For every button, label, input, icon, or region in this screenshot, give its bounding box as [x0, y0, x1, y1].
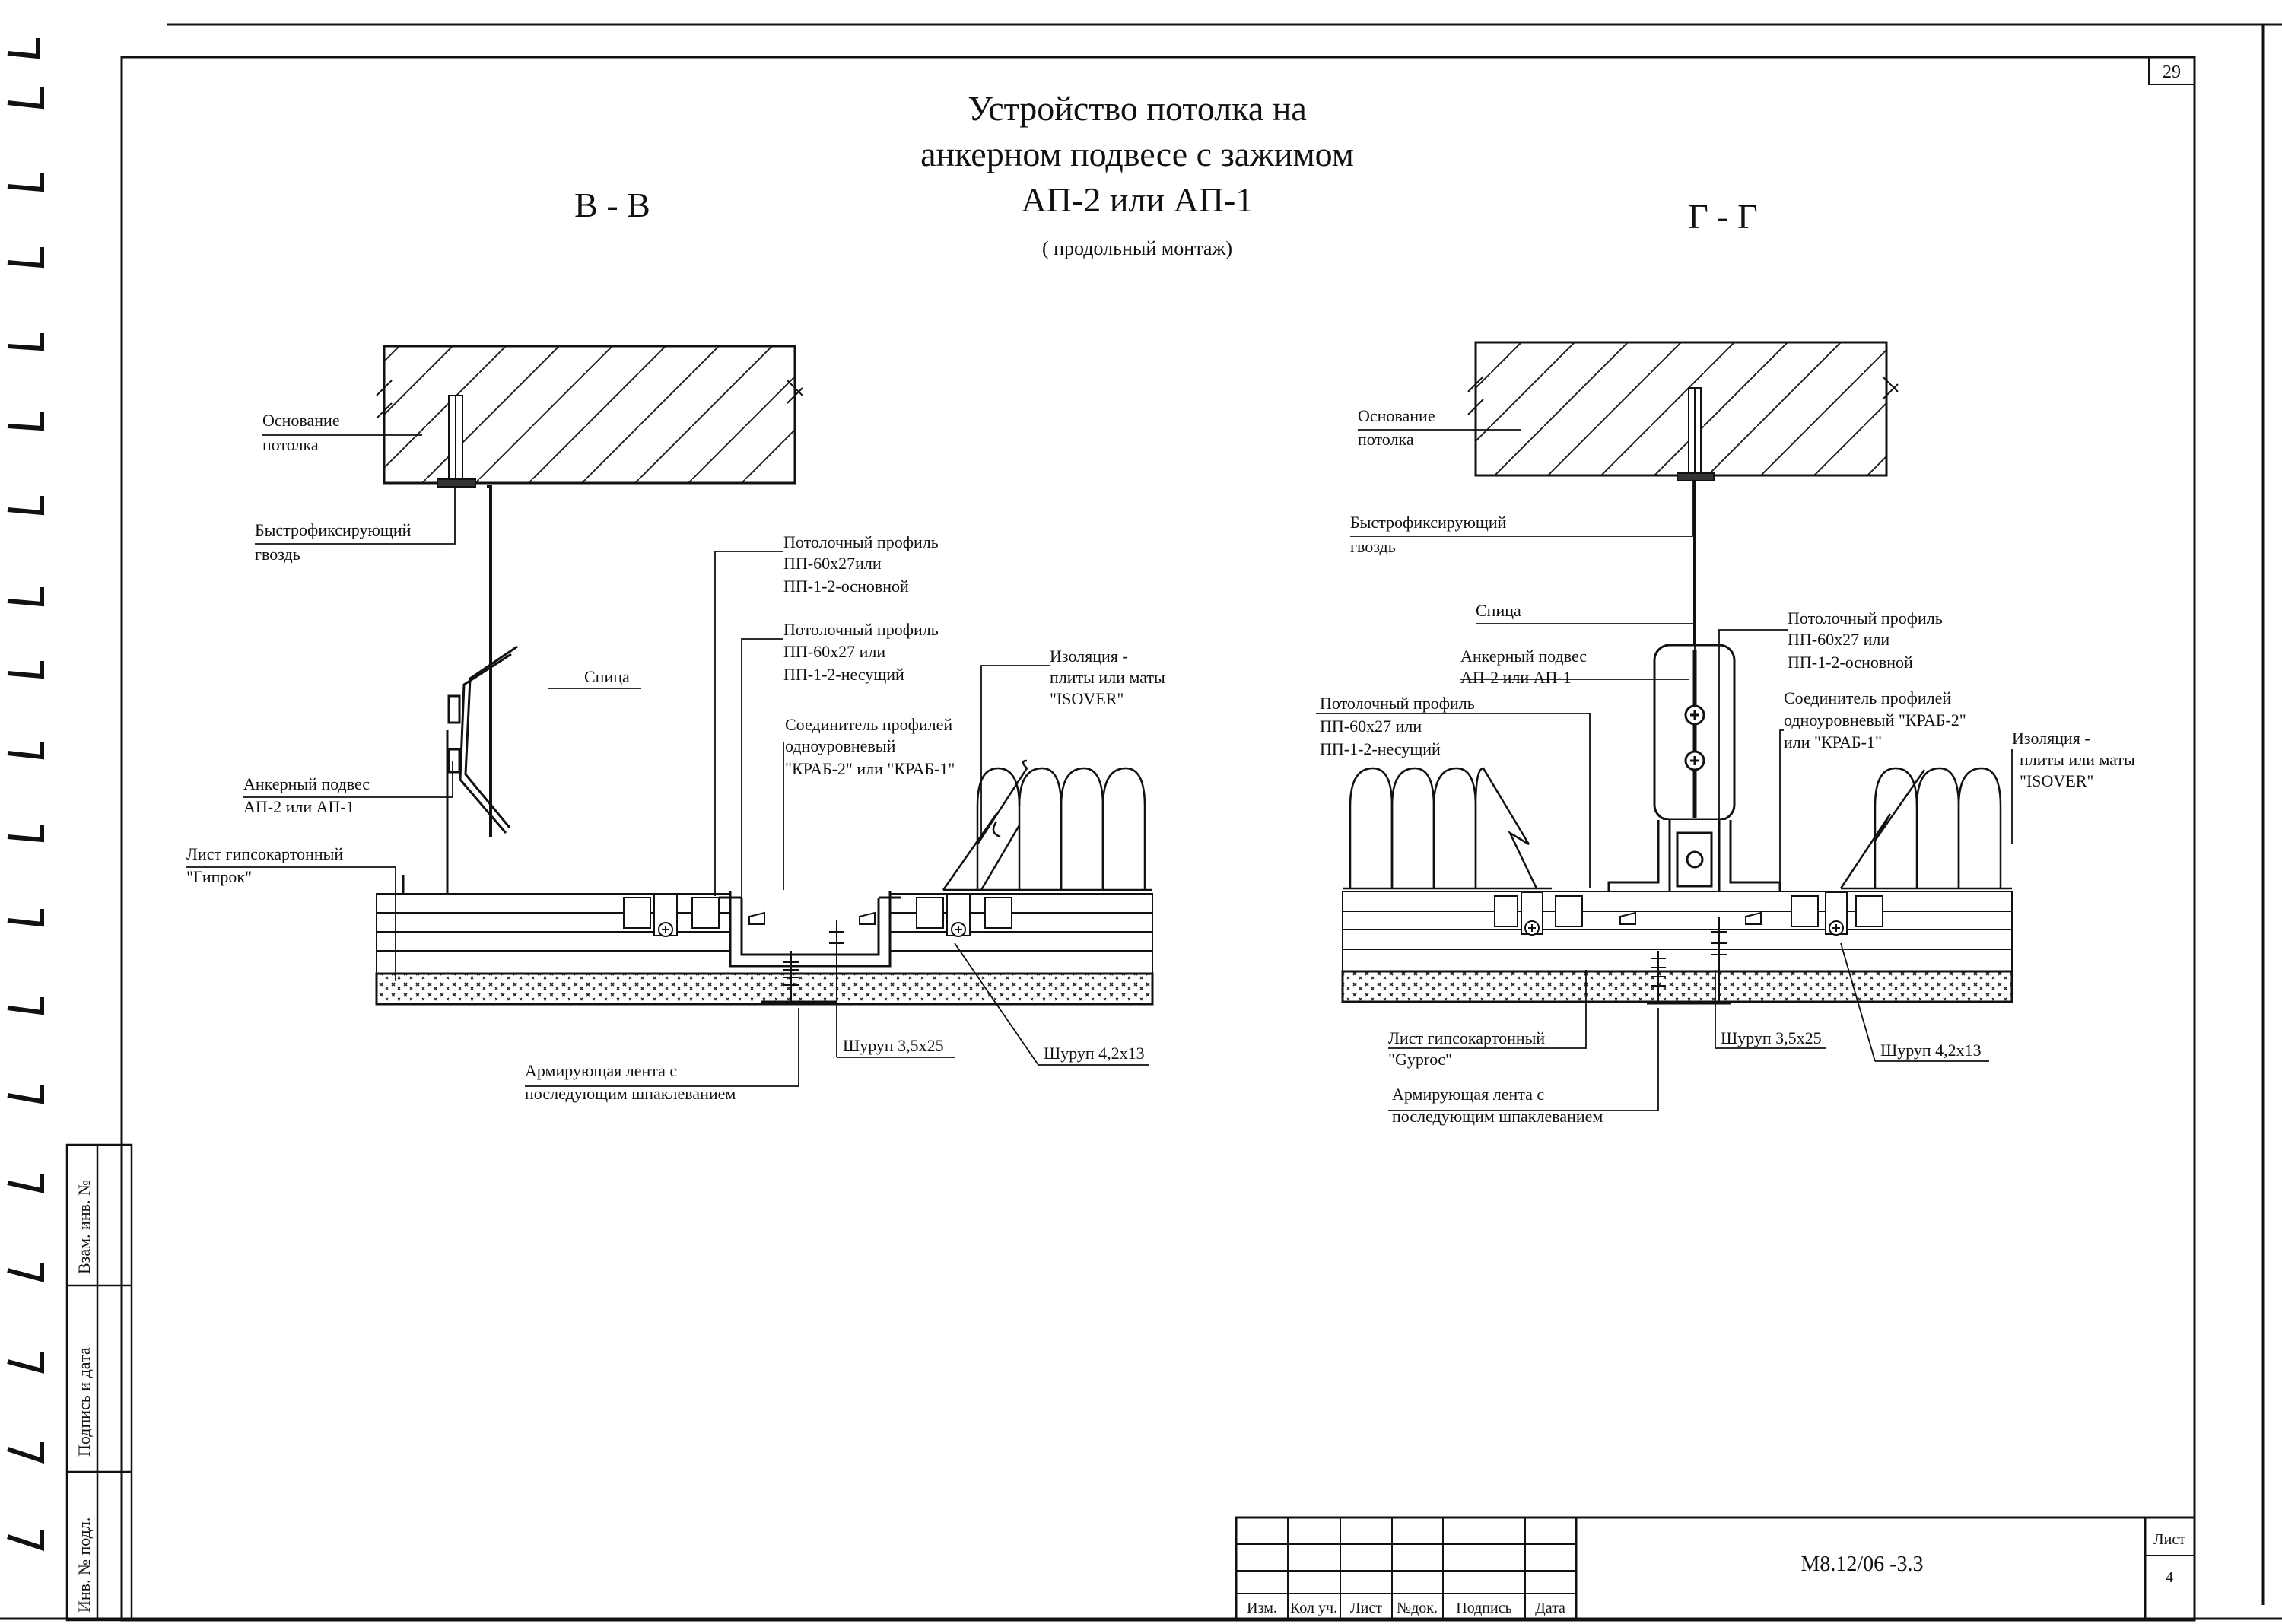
- label-insulation-l3: "ISOVER": [1050, 689, 1124, 708]
- label-rod-r: Спица: [1476, 601, 1521, 620]
- label-bearing-profile-r2: ПП-60х27 или: [1320, 717, 1422, 736]
- document-code: М8.12/06 -3.3: [1801, 1552, 1924, 1576]
- gypsum-board-right: [1341, 970, 2013, 1003]
- stamp-header-data: Дата: [1535, 1600, 1565, 1616]
- labels-right: Основание потолка Быстрофиксирующий гвоз…: [1320, 406, 2135, 1126]
- label-board-l1: Лист гипсокартонный: [186, 844, 343, 863]
- label-hanger-l1: Анкерный подвес: [243, 774, 370, 793]
- stamp-header-ndok: №док.: [1397, 1600, 1438, 1616]
- label-connector-r2: одноуровневый "КРАБ-2": [1784, 710, 1966, 729]
- label-connector-r1: Соединитель профилей: [1784, 688, 1951, 707]
- section-title-left: В - В: [574, 186, 650, 224]
- label-insulation-r3: "ISOVER": [2020, 771, 2093, 790]
- label-tape-l2: последующим шпаклеванием: [525, 1084, 736, 1103]
- label-main-profile-r2: ПП-60х27 или: [1788, 630, 1889, 649]
- side-stamp-vzam: Взам. инв. №: [75, 1180, 94, 1274]
- label-tape-l1: Армирующая лента с: [525, 1061, 677, 1080]
- sheet-title-line-1: Устройство потолка на: [968, 89, 1307, 128]
- section-title-right: Г - Г: [1688, 197, 1758, 236]
- label-board-l2: "Гипрок": [186, 867, 252, 886]
- label-connector-r3: или "КРАБ-1": [1784, 733, 1882, 752]
- label-bearing-profile-l2: ПП-60х27 или: [783, 642, 885, 661]
- label-main-profile-r3: ПП-1-2-основной: [1788, 653, 1913, 672]
- label-tape-r2: последующим шпаклеванием: [1392, 1107, 1603, 1126]
- label-board-r2: "Gyproc": [1388, 1050, 1452, 1069]
- section-right-drawing: [1341, 341, 2013, 1005]
- clips-right: [1494, 891, 1883, 936]
- label-main-profile-r1: Потолочный профиль: [1788, 609, 1943, 628]
- sheet-title-line-2: анкерном подвесе с зажимом: [920, 135, 1354, 173]
- label-insulation-l1: Изоляция -: [1050, 647, 1128, 666]
- label-insulation-l2: плиты или маты: [1050, 668, 1165, 687]
- gypsum-board-left: [375, 972, 1154, 1006]
- slab-left: [383, 345, 796, 485]
- side-stamp-podpis-data: Подпись и дата: [75, 1347, 94, 1457]
- label-rod-l: Спица: [584, 667, 630, 686]
- label-main-profile-l2: ПП-60х27или: [783, 554, 882, 573]
- label-bearing-profile-l1: Потолочный профиль: [783, 620, 939, 639]
- label-main-profile-l1: Потолочный профиль: [783, 532, 939, 551]
- stamp-header-list: Лист: [1350, 1600, 1382, 1616]
- label-bearing-profile-r3: ПП-1-2-несущий: [1320, 739, 1441, 758]
- labels-left: Основание потолка Быстрофиксирующий гвоз…: [186, 411, 1165, 1103]
- label-nail-r1: Быстрофиксирующий: [1350, 513, 1507, 532]
- sheet-frame: [0, 23, 2282, 1622]
- stamp-header-podpis: Подпись: [1456, 1600, 1511, 1616]
- stamp-header-kol-uch: Кол уч.: [1290, 1600, 1337, 1616]
- label-screw-b-r: Шуруп 4,2х13: [1880, 1041, 1982, 1060]
- nail-right: [1677, 387, 1715, 481]
- sheet-subtitle: ( продольный монтаж): [1042, 237, 1232, 259]
- label-screw-b-l: Шуруп 4,2х13: [1044, 1044, 1145, 1063]
- stamp-header-izm: Изм.: [1247, 1600, 1277, 1616]
- main-profile-left: [719, 891, 901, 968]
- insulation-right-a: [1343, 767, 1552, 890]
- screws-right: [1619, 911, 1762, 1004]
- label-base-l2: потолка: [262, 435, 319, 454]
- label-bearing-profile-r1: Потолочный профиль: [1320, 694, 1475, 713]
- nail-left: [437, 395, 476, 488]
- label-insulation-r2: плиты или маты: [2020, 750, 2135, 769]
- label-screw-a-r: Шуруп 3,5х25: [1721, 1028, 1822, 1047]
- sheet-title-line-3: АП-2 или АП-1: [1022, 180, 1254, 219]
- hanger-left: [447, 645, 518, 834]
- label-tape-r1: Армирующая лента с: [1392, 1085, 1544, 1104]
- label-main-profile-l3: ПП-1-2-основной: [783, 577, 909, 596]
- page-number: 29: [2163, 62, 2181, 82]
- side-stamp-inv-podl: Инв. № подл.: [75, 1518, 94, 1613]
- label-bearing-profile-l3: ПП-1-2-несущий: [783, 665, 904, 684]
- label-nail-l1: Быстрофиксирующий: [255, 520, 412, 539]
- label-board-r1: Лист гипсокартонный: [1388, 1028, 1545, 1047]
- sheet-label: Лист: [2153, 1531, 2185, 1548]
- screws-left: [748, 911, 876, 1004]
- label-connector-l2: одноуровневый: [785, 736, 896, 755]
- label-nail-r2: гвоздь: [1350, 537, 1396, 556]
- side-stamp: [65, 1143, 133, 1622]
- page-number-box: [2148, 56, 2195, 85]
- label-hanger-l2: АП-2 или АП-1: [243, 797, 354, 816]
- title-block: [1235, 1516, 2196, 1622]
- insulation-left: [942, 759, 1152, 891]
- label-screw-a-l: Шуруп 3,5х25: [843, 1036, 944, 1055]
- label-hanger-r2: АП-2 или АП-1: [1460, 668, 1572, 687]
- label-base-r2: потолка: [1358, 430, 1414, 449]
- label-insulation-r1: Изоляция -: [2012, 729, 2090, 748]
- clips-left: [623, 893, 1012, 937]
- section-left-drawing: [375, 345, 1154, 1006]
- slab-right: [1474, 341, 1888, 477]
- insulation-right-b: [1839, 767, 2012, 890]
- label-connector-l1: Соединитель профилей: [785, 715, 952, 734]
- label-base-l1: Основание: [262, 411, 340, 430]
- label-connector-l3: "КРАБ-2" или "КРАБ-1": [785, 759, 955, 778]
- sheet-number: 4: [2166, 1569, 2173, 1586]
- label-base-r1: Основание: [1358, 406, 1435, 425]
- label-hanger-r1: Анкерный подвес: [1460, 647, 1587, 666]
- binding-marks: [7, 38, 44, 1552]
- leaders-right: [1316, 429, 2013, 1111]
- label-nail-l2: гвоздь: [255, 545, 300, 564]
- leaders-left: [186, 434, 1149, 1087]
